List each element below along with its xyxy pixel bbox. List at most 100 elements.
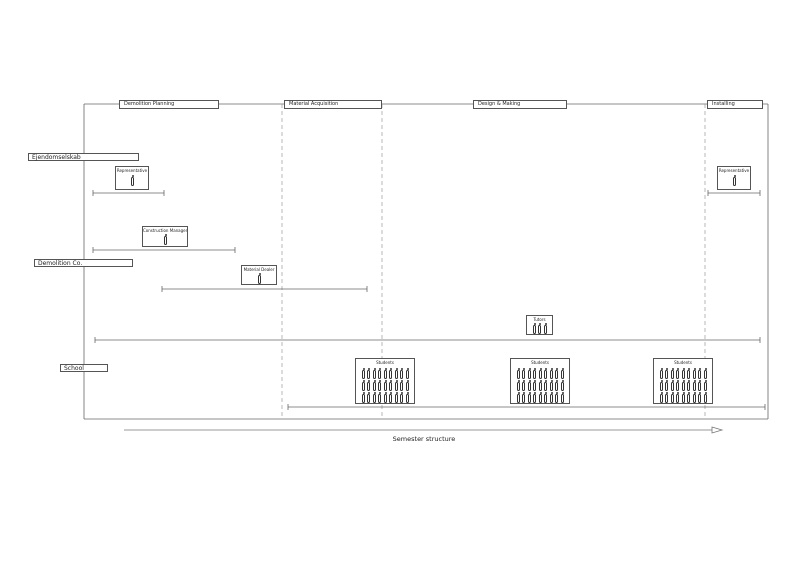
person-icon bbox=[549, 392, 553, 403]
person-icon bbox=[703, 380, 707, 391]
person-icon bbox=[676, 368, 680, 379]
stakeholder-school: School bbox=[60, 364, 108, 372]
person-icon bbox=[378, 380, 382, 391]
bar-construction-manager bbox=[92, 247, 236, 253]
person-icon bbox=[692, 392, 696, 403]
person-icon bbox=[692, 380, 696, 391]
phase-installing: Installing bbox=[707, 100, 763, 109]
person-icon bbox=[681, 368, 685, 379]
actor-label: Material Dealer bbox=[243, 267, 275, 272]
phase-demolition-planning: Demolition Planning bbox=[119, 100, 219, 109]
person-icon bbox=[372, 368, 376, 379]
person-icon bbox=[378, 368, 382, 379]
semester-arrow bbox=[124, 426, 724, 434]
person-icon bbox=[687, 368, 691, 379]
person-icon bbox=[665, 392, 669, 403]
person-icon bbox=[681, 392, 685, 403]
actor-label: Students bbox=[531, 360, 549, 365]
person-icon bbox=[676, 380, 680, 391]
person-icon bbox=[543, 323, 547, 334]
bar-tutors bbox=[94, 337, 761, 343]
actor-label: Students bbox=[376, 360, 394, 365]
person-icon bbox=[687, 392, 691, 403]
bar-students bbox=[287, 404, 766, 410]
person-icon bbox=[257, 273, 261, 284]
person-icon bbox=[665, 368, 669, 379]
person-icon bbox=[560, 368, 564, 379]
person-icon bbox=[698, 392, 702, 403]
person-icon bbox=[361, 368, 365, 379]
person-icon bbox=[527, 368, 531, 379]
person-icon bbox=[361, 380, 365, 391]
person-icon bbox=[659, 392, 663, 403]
person-icon bbox=[522, 380, 526, 391]
person-icon bbox=[687, 380, 691, 391]
bar-material-dealer bbox=[161, 286, 368, 292]
person-icon bbox=[532, 323, 536, 334]
person-icon bbox=[400, 392, 404, 403]
phase-material-acquisition: Material Acquisition bbox=[284, 100, 382, 109]
person-icon bbox=[555, 368, 559, 379]
person-icon bbox=[670, 380, 674, 391]
person-icon bbox=[389, 368, 393, 379]
person-icon bbox=[405, 392, 409, 403]
person-icon bbox=[698, 368, 702, 379]
semester-structure-label: Semester structure bbox=[392, 435, 456, 443]
person-icon bbox=[533, 392, 537, 403]
person-icon bbox=[378, 392, 382, 403]
person-icon bbox=[732, 174, 736, 186]
person-icon bbox=[400, 380, 404, 391]
person-icon bbox=[544, 392, 548, 403]
person-icon bbox=[516, 368, 520, 379]
person-icon bbox=[527, 380, 531, 391]
phase-separators bbox=[281, 104, 706, 419]
person-icon bbox=[394, 368, 398, 379]
person-icon bbox=[383, 368, 387, 379]
person-icon bbox=[538, 368, 542, 379]
person-icon bbox=[549, 368, 553, 379]
actor-representative-installing: Representative bbox=[717, 166, 751, 190]
actor-label: Representative bbox=[718, 168, 750, 173]
person-icon bbox=[681, 380, 685, 391]
person-icon bbox=[544, 380, 548, 391]
person-icon bbox=[389, 392, 393, 403]
person-icon bbox=[698, 380, 702, 391]
actor-representative: Representative bbox=[115, 166, 149, 190]
person-icon bbox=[659, 380, 663, 391]
person-icon bbox=[361, 392, 365, 403]
person-icon bbox=[394, 380, 398, 391]
person-icon bbox=[400, 368, 404, 379]
person-icon bbox=[538, 323, 542, 334]
person-icon bbox=[549, 380, 553, 391]
bar-representative-1 bbox=[92, 190, 165, 196]
person-icon bbox=[560, 380, 564, 391]
person-icon bbox=[665, 380, 669, 391]
person-icon bbox=[703, 368, 707, 379]
person-icon bbox=[372, 392, 376, 403]
actor-label: Students bbox=[674, 360, 692, 365]
person-icon bbox=[394, 392, 398, 403]
person-icon bbox=[522, 392, 526, 403]
stakeholder-demolition-co: Demolition Co. bbox=[34, 259, 133, 267]
person-icon bbox=[367, 368, 371, 379]
stakeholder-ejendomselskab: Ejendomselskab bbox=[28, 153, 139, 161]
person-icon bbox=[522, 368, 526, 379]
person-icon bbox=[516, 380, 520, 391]
person-icon bbox=[538, 392, 542, 403]
person-icon bbox=[372, 380, 376, 391]
person-icon bbox=[703, 392, 707, 403]
person-icon bbox=[533, 368, 537, 379]
actor-students-installing: Students bbox=[653, 358, 713, 404]
person-icon bbox=[544, 368, 548, 379]
person-icon bbox=[383, 380, 387, 391]
actor-label: Representative bbox=[116, 168, 148, 173]
phase-design-making: Design & Making bbox=[473, 100, 567, 109]
person-icon bbox=[527, 392, 531, 403]
person-icon bbox=[555, 380, 559, 391]
actor-label: Construction Manager bbox=[143, 228, 188, 233]
person-icon bbox=[692, 368, 696, 379]
actor-construction-manager: Construction Manager bbox=[142, 226, 188, 247]
person-icon bbox=[367, 380, 371, 391]
actor-students-material: Students bbox=[355, 358, 415, 404]
